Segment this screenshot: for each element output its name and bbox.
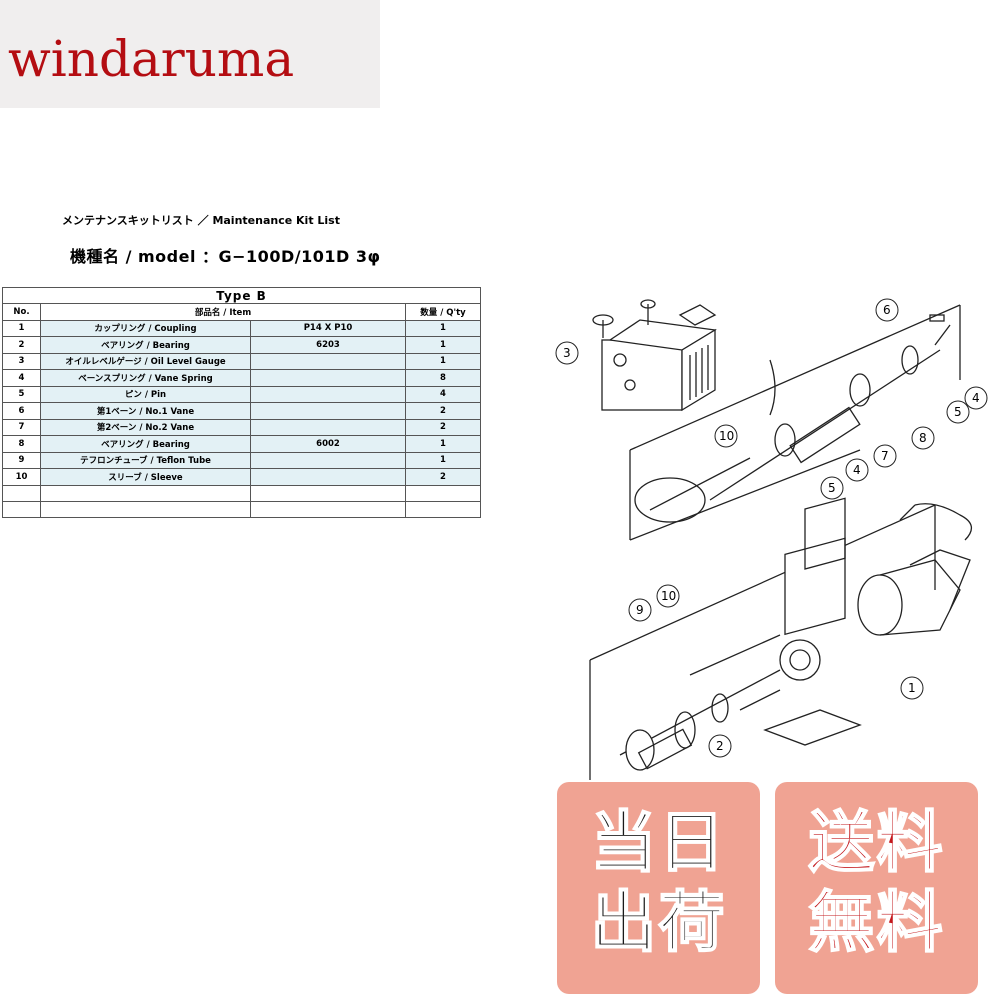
svg-text:2: 2 (716, 739, 724, 753)
motor-drawing (857, 503, 972, 636)
svg-text:8: 8 (919, 431, 927, 445)
badge-line-1: 送料 (808, 804, 945, 881)
svg-text:5: 5 (828, 481, 836, 495)
row-no: 3 (2, 352, 41, 370)
svg-text:5: 5 (954, 405, 962, 419)
row-item-name: オイルレベルゲージ / Oil Level Gauge (40, 352, 251, 370)
table-row: 5 ピン / Pin 4 (2, 385, 482, 403)
callout-markers: 3 6 4 5 8 7 4 5 10 10 9 1 2 (555, 298, 988, 758)
row-qty: 1 (404, 435, 482, 453)
table-row-empty (2, 484, 482, 502)
row-spec (250, 385, 406, 403)
row-qty: 2 (404, 418, 482, 436)
same-day-shipping-badge: 当日 出荷 (557, 782, 760, 994)
table-row: 6 第1ベーン / No.1 Vane 2 (2, 402, 482, 420)
row-item-name: テフロンチューブ / Teflon Tube (40, 451, 251, 469)
row-item-name: ベアリング / Bearing (40, 336, 251, 354)
badge-line-2: 出荷 (590, 884, 727, 961)
table-row: 8 ベアリング / Bearing 6002 1 (2, 435, 482, 453)
svg-text:6: 6 (883, 303, 891, 317)
brand-logo-text: windaruma (8, 30, 295, 88)
row-no: 4 (2, 369, 41, 387)
upper-assembly-frame (629, 304, 961, 541)
badge-line-1: 当日 (590, 804, 727, 881)
table-row: 1 カップリング / Coupling P14 X P10 1 (2, 319, 482, 337)
row-item-name: カップリング / Coupling (40, 319, 251, 337)
row-no: 2 (2, 336, 41, 354)
row-no: 5 (2, 385, 41, 403)
row-item-name: ベアリング / Bearing (40, 435, 251, 453)
row-spec: P14 X P10 (250, 319, 406, 337)
row-no: 8 (2, 435, 41, 453)
maintenance-kit-list-title: メンテナンスキットリスト ／ Maintenance Kit List (62, 214, 340, 227)
svg-text:10: 10 (719, 429, 734, 443)
svg-text:3: 3 (563, 346, 571, 360)
row-spec (250, 418, 406, 436)
lower-assembly-frame (589, 504, 936, 780)
lower-shaft-drawing (619, 634, 781, 771)
svg-text:1: 1 (908, 681, 916, 695)
table-body: 1 カップリング / Coupling P14 X P10 1 2 ベアリング … (2, 319, 482, 486)
table-row: 3 オイルレベルゲージ / Oil Level Gauge 1 (2, 352, 482, 370)
row-no: 7 (2, 418, 41, 436)
row-qty: 1 (404, 319, 482, 337)
row-spec (250, 451, 406, 469)
model-line: 機種名 / model ：G−100D/101D 3φ (70, 247, 381, 266)
pump-body-drawing (739, 497, 862, 746)
row-spec (250, 468, 406, 486)
row-qty: 8 (404, 369, 482, 387)
svg-text:10: 10 (661, 589, 676, 603)
pump-housing-drawing (592, 299, 717, 412)
row-spec (250, 402, 406, 420)
free-shipping-badge: 送料 無料 (775, 782, 978, 994)
row-no: 1 (2, 319, 41, 337)
type-label: Type B (1, 287, 482, 304)
row-item-name: 第2ベーン / No.2 Vane (40, 418, 251, 436)
maintenance-kit-table: Type B No. 部品名 / Item 数量 / Q'ty 1 カップリング… (1, 287, 482, 518)
svg-text:9: 9 (636, 603, 644, 617)
column-header-no: No. (2, 303, 41, 321)
row-qty: 1 (404, 451, 482, 469)
badge-line-2: 無料 (808, 884, 945, 961)
table-row: 7 第2ベーン / No.2 Vane 2 (2, 418, 482, 436)
row-no: 9 (2, 451, 41, 469)
row-qty: 1 (404, 352, 482, 370)
column-header-item: 部品名 / Item (40, 303, 406, 321)
table-row: 10 スリーブ / Sleeve 2 (2, 468, 482, 486)
row-spec: 6203 (250, 336, 406, 354)
exploded-parts-diagram: 3 6 4 5 8 7 4 5 10 10 9 1 2 (555, 298, 988, 780)
svg-text:4: 4 (853, 463, 861, 477)
row-spec (250, 352, 406, 370)
svg-text:7: 7 (881, 449, 889, 463)
column-header-qty: 数量 / Q'ty (404, 303, 482, 321)
table-row: 9 テフロンチューブ / Teflon Tube 1 (2, 451, 482, 469)
row-qty: 2 (404, 468, 482, 486)
row-qty: 1 (404, 336, 482, 354)
brand-logo-box: windaruma (0, 0, 380, 108)
table-row: 4 ベーンスプリング / Vane Spring 8 (2, 369, 482, 387)
row-item-name: ベーンスプリング / Vane Spring (40, 369, 251, 387)
upper-shaft-drawing (634, 314, 951, 523)
row-item-name: 第1ベーン / No.1 Vane (40, 402, 251, 420)
row-spec: 6002 (250, 435, 406, 453)
row-item-name: スリーブ / Sleeve (40, 468, 251, 486)
row-no: 6 (2, 402, 41, 420)
row-qty: 4 (404, 385, 482, 403)
table-row: 2 ベアリング / Bearing 6203 1 (2, 336, 482, 354)
row-qty: 2 (404, 402, 482, 420)
row-item-name: ピン / Pin (40, 385, 251, 403)
row-spec (250, 369, 406, 387)
row-no: 10 (2, 468, 41, 486)
table-row-empty (2, 500, 482, 518)
svg-text:4: 4 (972, 391, 980, 405)
